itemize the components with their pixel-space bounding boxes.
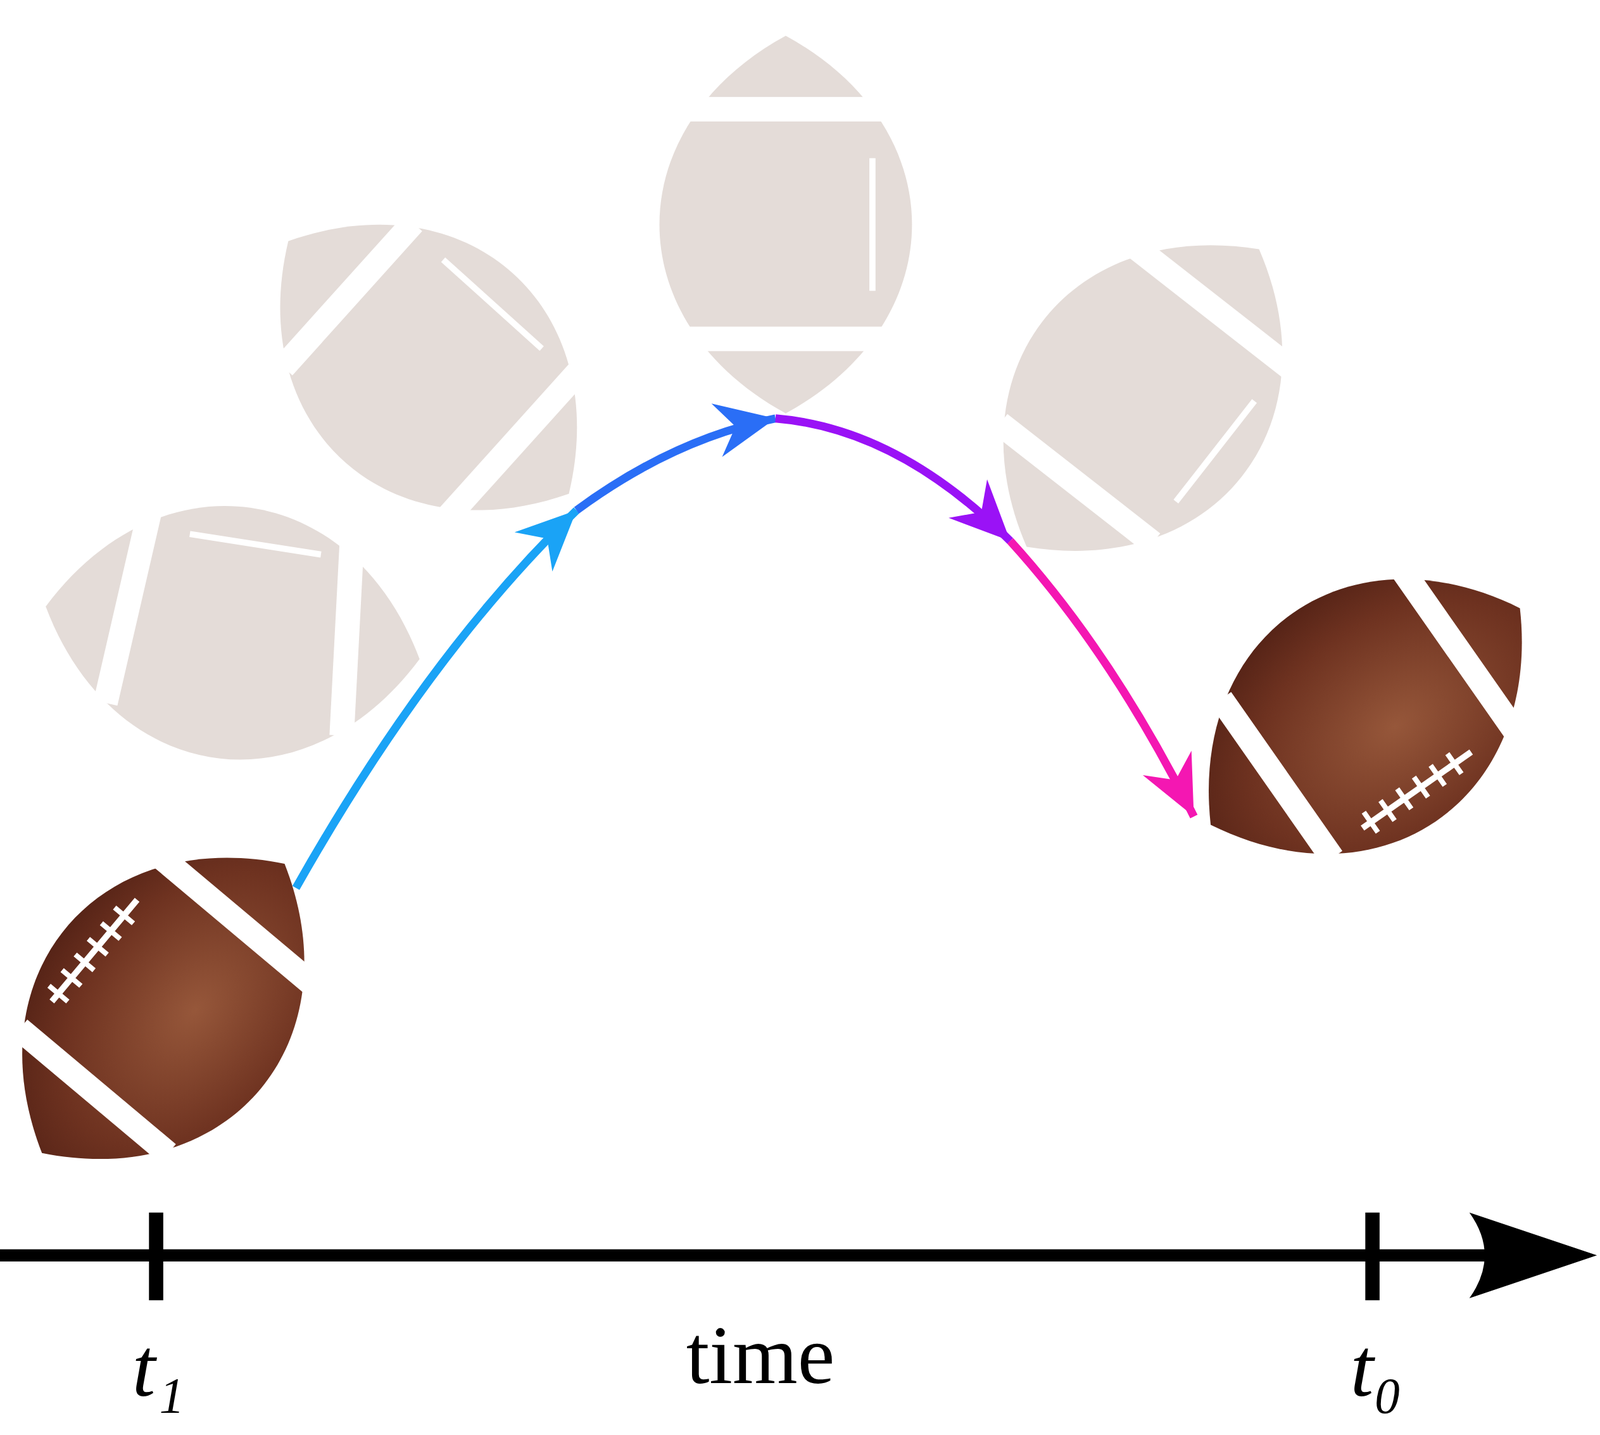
ghost-football (27, 481, 437, 784)
trajectory-arrow (1009, 540, 1194, 817)
trajectory-arrow (775, 418, 1011, 541)
trajectory-arrow (576, 418, 776, 511)
trajectory-arrow (295, 510, 577, 888)
ghost-football (926, 171, 1359, 625)
ghost-football (203, 147, 654, 588)
football (1138, 504, 1593, 929)
tick-label: t₁ (132, 1325, 185, 1410)
time-axis (0, 1212, 1597, 1301)
axis-label: time (686, 1313, 836, 1397)
football (0, 782, 382, 1235)
tick-label: t₀ (1350, 1325, 1404, 1410)
ghost-football (659, 35, 913, 413)
